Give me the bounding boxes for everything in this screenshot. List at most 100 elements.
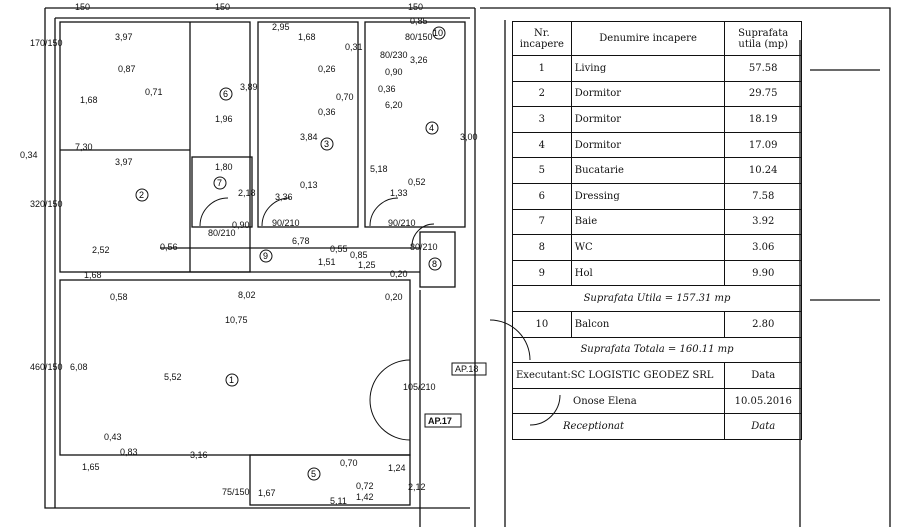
header-nr: Nr. incapere xyxy=(512,21,572,56)
executant-label: Executant:SC LOGISTIC GEODEZ SRL xyxy=(511,362,726,389)
room-number-9: 9 xyxy=(263,251,268,261)
dim-label: 0,36 xyxy=(318,107,336,117)
cell-name: Balcon xyxy=(570,310,726,338)
dim-label: 6,20 xyxy=(385,100,403,110)
receptionat-data: Data xyxy=(724,413,802,440)
apartment-labels: AP.18 AP.17 xyxy=(424,362,487,428)
wall-label: 80/230 xyxy=(380,50,408,60)
door-label: 80/210 xyxy=(410,242,438,252)
cell-nr: 9 xyxy=(512,259,572,287)
dim-label: 0,71 xyxy=(145,87,163,97)
room-number-5: 5 xyxy=(311,469,316,479)
dim-label: 3,26 xyxy=(410,55,428,65)
dim-label: 3,97 xyxy=(115,157,133,167)
data-label: Data xyxy=(724,362,802,389)
dim-label: 2,12 xyxy=(408,482,426,492)
wall-label: 75/150 xyxy=(222,487,250,497)
room-legend: Nr. incapere Denumire incapere Suprafata… xyxy=(511,21,802,440)
dim-label: 0,52 xyxy=(408,177,426,187)
dim-label: 3,89 xyxy=(240,82,258,92)
dim-label: 0,34 xyxy=(20,150,38,160)
data-value: 10.05.2016 xyxy=(724,387,802,415)
cell-area: 3.06 xyxy=(724,234,802,261)
dim-label: 3,97 xyxy=(115,32,133,42)
room-number-2: 2 xyxy=(139,190,144,200)
dim-label: 6,78 xyxy=(292,236,310,246)
dim-label: 0,85 xyxy=(350,250,368,260)
dim-label: 1,51 xyxy=(318,257,336,267)
dim-label: 0,70 xyxy=(336,92,354,102)
cell-name: Dormitor xyxy=(570,131,726,159)
cell-name: Bucatarie xyxy=(570,157,726,184)
dim-label: 0,20 xyxy=(385,292,403,302)
dim-label: 0,90 xyxy=(385,67,403,77)
dim-label: 1,68 xyxy=(84,270,102,280)
wall-label: 150 xyxy=(408,2,423,12)
dim-label: 0,36 xyxy=(378,84,396,94)
dim-label: 1,42 xyxy=(356,492,374,502)
dim-label: 6,08 xyxy=(70,362,88,372)
cell-area: 3.92 xyxy=(724,208,802,236)
cell-area: 10.24 xyxy=(724,157,802,184)
door-labels: 80/210 90/210 90/210 80/210 105/210 xyxy=(208,218,438,392)
dim-label: 0,90 xyxy=(232,220,250,230)
dim-label: 1,25 xyxy=(358,260,376,270)
dim-label: 0,43 xyxy=(104,432,122,442)
suprafata-totala: Suprafata Totala = 160.11 mp xyxy=(512,336,802,364)
room-number-10: 10 xyxy=(433,28,443,38)
dim-label: 5,52 xyxy=(164,372,182,382)
receptionat-label: Receptionat xyxy=(511,413,726,440)
cell-area: 18.19 xyxy=(724,106,802,133)
cell-nr: 8 xyxy=(512,234,572,261)
cell-area: 2.80 xyxy=(724,310,802,338)
door-label: 105/210 xyxy=(403,382,436,392)
dim-label: 0,55 xyxy=(330,244,348,254)
dim-label: 1,96 xyxy=(215,114,233,124)
cell-name: Dressing xyxy=(570,182,726,210)
dim-label: 5,11 xyxy=(330,496,347,506)
cell-name: WC xyxy=(570,234,726,261)
wall-label: 170/150 xyxy=(30,38,63,48)
cell-name: Living xyxy=(570,55,726,82)
cell-area: 9.90 xyxy=(724,259,802,287)
dim-label: 1,65 xyxy=(82,462,100,472)
dim-label: 0,58 xyxy=(110,292,128,302)
dim-label: 7,30 xyxy=(75,142,93,152)
room-number-1: 1 xyxy=(229,375,234,385)
cell-nr: 6 xyxy=(512,182,572,210)
room-number-markers: 1 2 3 4 5 6 7 8 9 10 xyxy=(135,26,446,481)
door-label: 90/210 xyxy=(272,218,300,228)
room-number-8: 8 xyxy=(432,259,437,269)
cell-name: Dormitor xyxy=(570,80,726,108)
dim-label: 1,33 xyxy=(390,188,408,198)
dim-label: 0,72 xyxy=(356,481,374,491)
room-number-7: 7 xyxy=(217,178,222,188)
dim-label: 10,75 xyxy=(225,315,248,325)
wall-label: 460/150 xyxy=(30,362,63,372)
dim-label: 0,31 xyxy=(345,42,363,52)
cell-name: Baie xyxy=(570,208,726,236)
wall-label: 150 xyxy=(75,2,90,12)
cell-area: 17.09 xyxy=(724,131,802,159)
dim-label: 3,16 xyxy=(190,450,208,460)
dim-label: 0,85 xyxy=(410,16,428,26)
dim-label: 2,95 xyxy=(272,22,290,32)
room-number-6: 6 xyxy=(223,89,228,99)
dim-label: 0,26 xyxy=(318,64,336,74)
cell-nr: 3 xyxy=(512,106,572,133)
cell-name: Dormitor xyxy=(570,106,726,133)
dim-label: 2,52 xyxy=(92,245,110,255)
dim-label: 0,70 xyxy=(340,458,358,468)
header-area: Suprafata utila (mp) xyxy=(724,21,802,56)
cell-nr: 1 xyxy=(512,55,572,82)
dim-label: 3,84 xyxy=(300,132,318,142)
cell-nr: 4 xyxy=(512,131,572,159)
cell-nr: 7 xyxy=(512,208,572,236)
